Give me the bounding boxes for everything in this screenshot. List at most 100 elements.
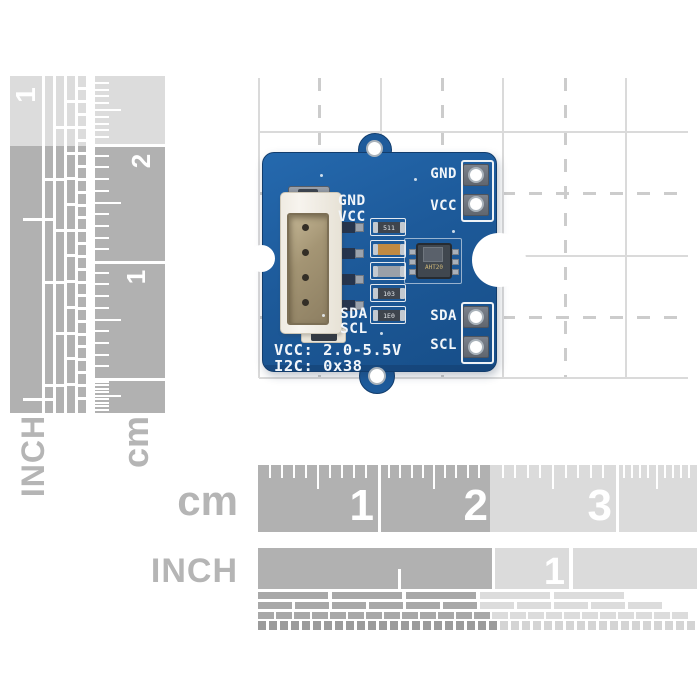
- fraction-gap: [67, 357, 76, 361]
- mm-tick: [95, 341, 109, 344]
- mm-tick: [95, 380, 109, 383]
- mm-tick: [514, 465, 517, 478]
- fraction-segment: [258, 602, 292, 609]
- fraction-segment: [368, 621, 376, 630]
- mm-tick: [329, 465, 331, 478]
- grid-dashed-line: [564, 78, 567, 378]
- cm-ruler-number: 3: [587, 481, 612, 530]
- mm-tick: [95, 81, 109, 84]
- fraction-segment: [456, 612, 472, 619]
- chip-silkscreen-outline: [404, 238, 462, 284]
- mm-tick: [577, 465, 580, 478]
- fraction-segment: [420, 612, 436, 619]
- via-dot: [322, 314, 325, 317]
- bottom-mounting-hole: [368, 367, 386, 385]
- fraction-gap: [67, 151, 76, 155]
- fraction-gap: [45, 280, 53, 284]
- mm-tick: [95, 353, 109, 356]
- fraction-segment: [480, 602, 514, 609]
- mm-tick: [95, 129, 109, 132]
- fraction-segment: [406, 602, 440, 609]
- component-marking: 1E0: [378, 310, 400, 321]
- mm-tick: [539, 465, 542, 478]
- mm-tick: [293, 465, 295, 478]
- fraction-gap: [67, 228, 76, 232]
- fraction-gap: [78, 384, 86, 388]
- mm-tick: [95, 109, 121, 111]
- component-end-cap: [400, 310, 405, 321]
- cm-ruler-number: 2: [463, 481, 488, 530]
- sda-scl-pad-block: [461, 302, 494, 364]
- connector-lead-pad: [355, 223, 364, 232]
- mm-tick: [564, 465, 567, 478]
- mm-tick: [95, 166, 109, 169]
- fraction-segment: [324, 621, 332, 630]
- mm-tick: [95, 391, 109, 393]
- component-end-cap: [400, 266, 405, 277]
- mm-tick: [501, 465, 504, 478]
- fraction-segment: [313, 621, 321, 630]
- left-cm-ruler: 2 1: [95, 76, 165, 413]
- fraction-segment: [599, 621, 607, 630]
- mm-tick: [399, 465, 402, 478]
- fraction-segment: [332, 602, 366, 609]
- cm-mark-line: [95, 378, 165, 381]
- capacitor: [370, 240, 406, 258]
- mm-tick: [95, 295, 109, 298]
- chip-pin: [409, 269, 416, 275]
- fraction-segment: [636, 612, 652, 619]
- silk-spec-vcc: VCC: 2.0-5.5V: [274, 341, 402, 359]
- chip-pin: [409, 249, 416, 255]
- fraction-segment: [522, 621, 530, 630]
- bottom-cm-ruler: 1 2 3: [258, 465, 697, 532]
- connector-lead-pad: [355, 301, 364, 310]
- connector-lead: [342, 222, 355, 233]
- fraction-gap: [45, 177, 53, 181]
- fraction-segment: [618, 612, 634, 619]
- mm-tick: [647, 465, 650, 478]
- cm-mark-line: [378, 465, 381, 532]
- fraction-segment: [564, 612, 580, 619]
- mm-tick: [552, 465, 554, 489]
- cm-mark-line: [95, 144, 165, 147]
- mm-tick: [95, 401, 109, 404]
- component-marking: 511: [378, 222, 400, 233]
- grid-line: [625, 78, 627, 378]
- connector-cavity: [287, 213, 329, 325]
- fraction-gap: [67, 254, 76, 258]
- fraction-gap: [67, 125, 76, 129]
- fraction-segment: [384, 612, 400, 619]
- fraction-gap: [78, 345, 86, 349]
- fraction-segment: [438, 612, 454, 619]
- fraction-segment: [546, 612, 562, 619]
- fraction-segment: [258, 592, 328, 599]
- fraction-gap: [67, 331, 76, 335]
- scl-pad-hole: [468, 339, 484, 355]
- component-end-cap: [400, 222, 405, 233]
- mm-tick: [687, 465, 690, 478]
- silk-spec-i2c: I2C: 0x38: [274, 357, 363, 375]
- fraction-segment: [480, 592, 550, 599]
- fraction-segment: [533, 621, 541, 630]
- fraction-gap: [78, 242, 86, 246]
- fraction-gap: [78, 190, 86, 194]
- mm-tick: [95, 394, 121, 397]
- mm-tick: [95, 224, 109, 227]
- mm-tick: [602, 465, 605, 478]
- mm-tick: [95, 330, 109, 333]
- fraction-segment: [346, 621, 354, 630]
- component-marking: [378, 266, 400, 277]
- sda-pad-hole: [468, 309, 484, 325]
- component-end-cap: [373, 288, 378, 299]
- fraction-gap: [67, 100, 76, 104]
- fraction-segment: [423, 621, 431, 630]
- fraction-gap: [56, 229, 64, 232]
- fraction-segment: [276, 612, 292, 619]
- fraction-gap: [78, 100, 86, 104]
- fraction-segment: [302, 621, 310, 630]
- inch-ruler-number: 1: [543, 551, 565, 593]
- right-edge-notch: [472, 233, 526, 287]
- left-inch-ruler: 1: [10, 76, 86, 413]
- sensor-chip-body: [416, 243, 452, 279]
- inch-ruler-band-segment: [573, 548, 697, 589]
